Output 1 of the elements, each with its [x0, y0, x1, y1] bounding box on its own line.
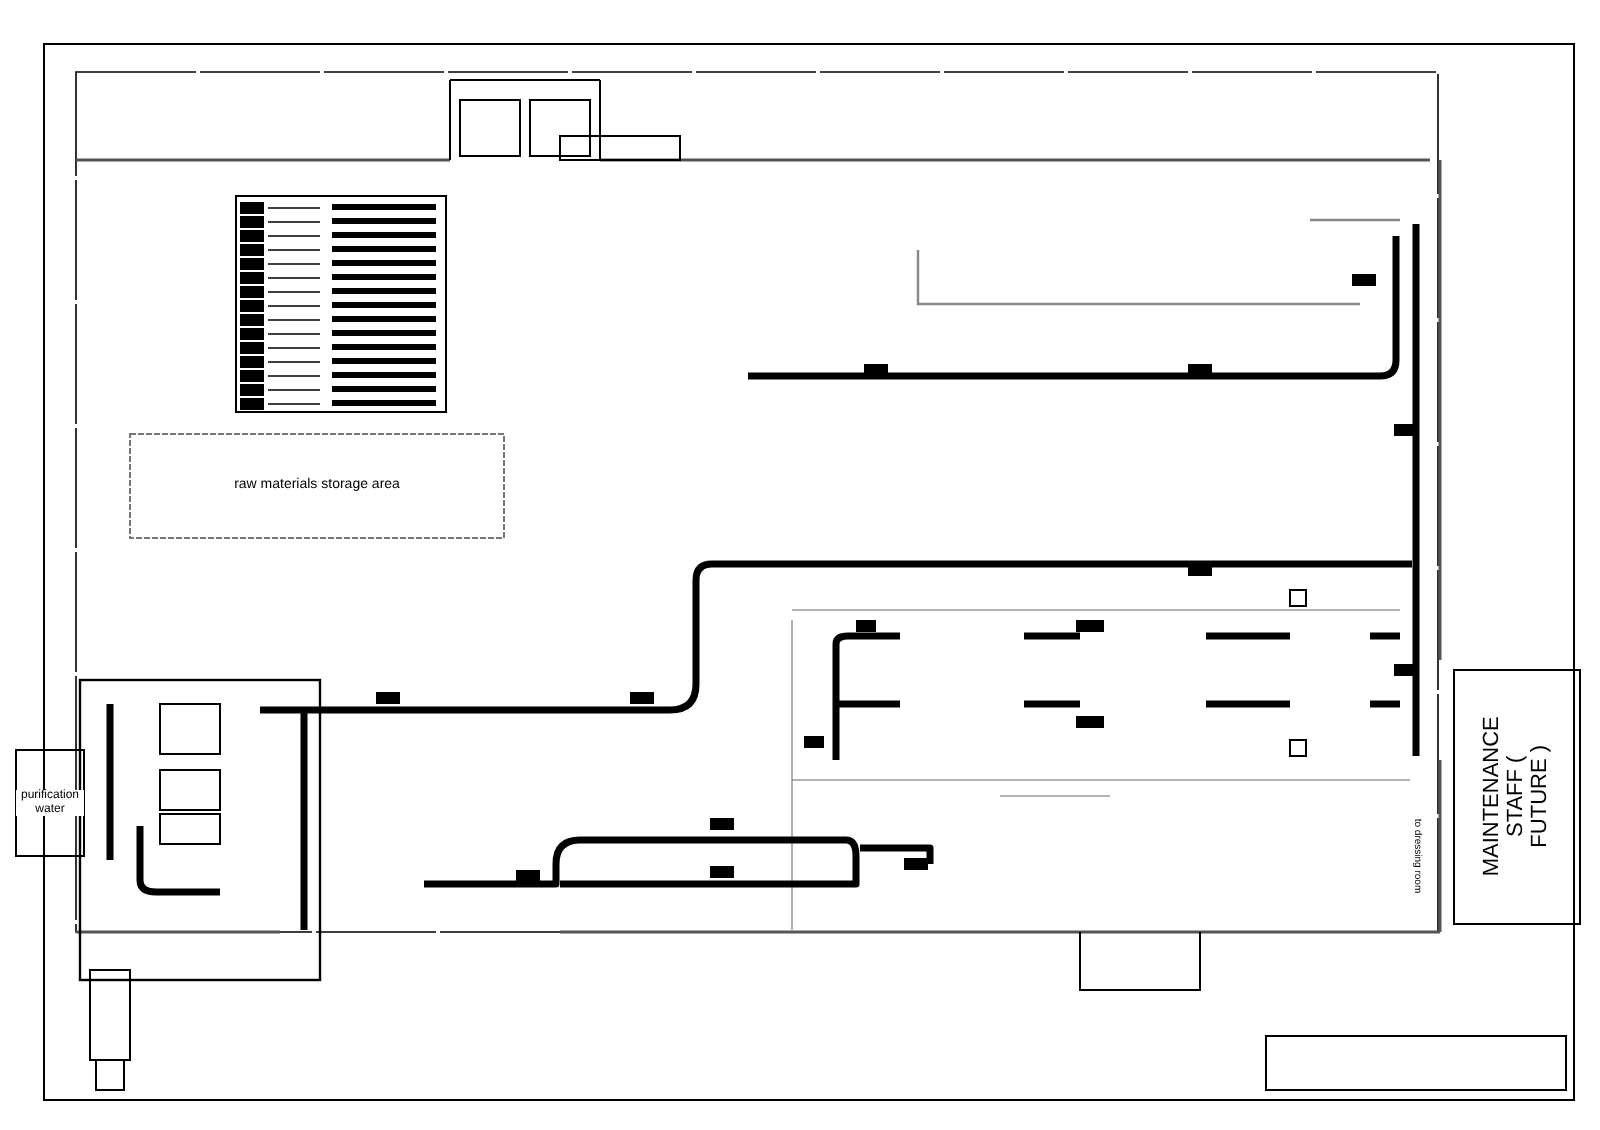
room-label: MAINTENANCE STAFF ( FUTURE ) — [1480, 716, 1554, 878]
